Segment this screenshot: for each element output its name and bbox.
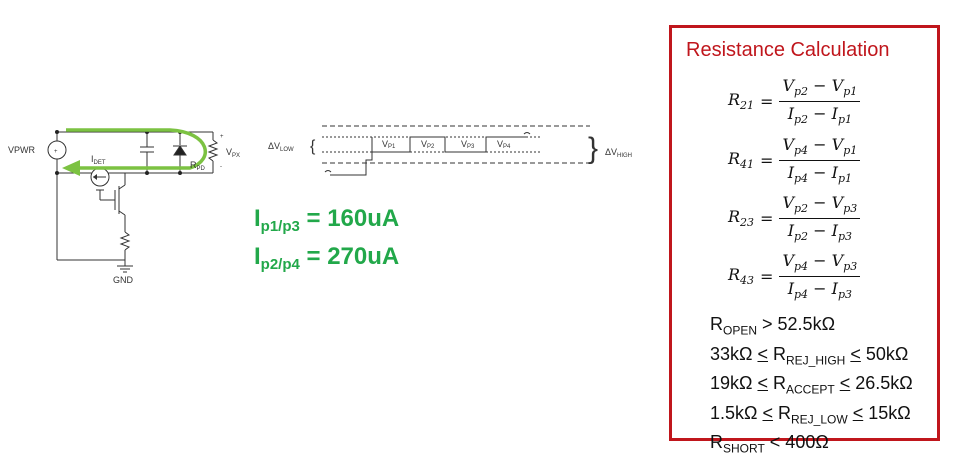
range-accept: 19kΩ < RACCEPT < 26.5kΩ — [710, 373, 913, 397]
high-brace: } — [588, 132, 598, 165]
range-rej-high: 33kΩ < RREJ_HIGH < 50kΩ — [710, 343, 909, 368]
idet-current-source-icon — [90, 167, 110, 187]
resistance-calculation-title: Resistance Calculation — [686, 39, 890, 61]
vp3-label: VP3 — [461, 139, 475, 150]
vpwr-label: VPWR — [8, 145, 36, 155]
waveform-diagram — [322, 125, 590, 176]
low-brace: { — [310, 138, 316, 155]
formula-r21: R21 = Vp2 − Vp1 Ip2 − Ip1 — [728, 73, 861, 129]
vp4-label: VP4 — [497, 139, 511, 150]
current-values: Ip1/p3 = 160uA Ip2/p4 = 270uA — [254, 204, 399, 280]
formula-r41: R41 = Vp4 − Vp1 Ip4 − Ip1 — [728, 132, 861, 188]
vpx-plus: + — [220, 134, 224, 140]
current-line-p1p3: Ip1/p3 = 160uA — [254, 205, 400, 235]
current-line-p2p4: Ip2/p4 = 270uA — [254, 243, 400, 273]
svg-text:+: + — [54, 149, 58, 155]
vp2-label: VP2 — [421, 139, 435, 150]
vpx-minus: - — [220, 164, 222, 170]
dv-high-label: ΔVHIGH — [605, 147, 632, 159]
vp1-label: VP1 — [382, 139, 396, 150]
vpx-label: VPX — [226, 147, 240, 159]
current-loop-arrowhead — [62, 160, 80, 176]
idet-label: IDET — [91, 154, 106, 166]
range-rej-low: 1.5kΩ < RREJ_LOW < 15kΩ — [710, 402, 911, 427]
resistance-calculation-box: Resistance Calculation R21 = Vp2 − Vp1 I… — [669, 25, 940, 456]
resistance-ranges: ROPEN > 52.5kΩ 33kΩ < RREJ_HIGH < 50kΩ 1… — [710, 313, 913, 461]
formula-r23: R23 = Vp2 − Vp3 Ip2 − Ip3 — [728, 190, 861, 246]
current-loop-arrow — [66, 128, 208, 170]
formula-r43: R43 = Vp4 − Vp3 Ip4 − Ip3 — [728, 248, 861, 304]
vpwr-source-icon: + — [47, 140, 67, 160]
gnd-label: GND — [113, 275, 134, 285]
range-short: RSHORT < 400Ω — [710, 432, 829, 456]
rpd-label: RPD — [190, 160, 206, 172]
dv-low-label: ΔVLOW — [268, 141, 294, 153]
range-open: ROPEN > 52.5kΩ — [710, 314, 836, 338]
circuit-schematic — [55, 130, 219, 273]
